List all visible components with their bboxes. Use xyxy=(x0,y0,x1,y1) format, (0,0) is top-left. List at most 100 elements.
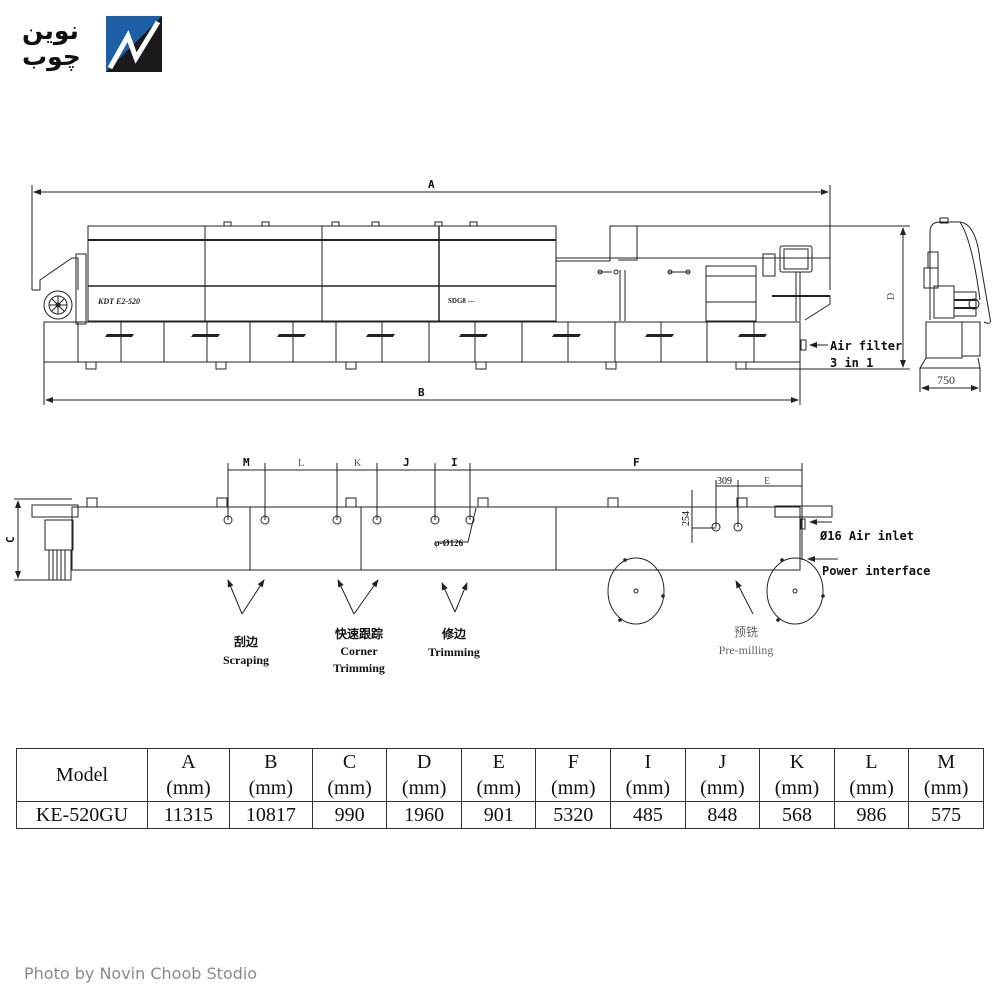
station-scraping-en: Scraping xyxy=(223,653,269,667)
dim-j-label: J xyxy=(403,456,410,469)
logo-text-line1: نوین xyxy=(22,16,79,45)
header-unit: (mm) xyxy=(700,777,745,799)
header-label: F xyxy=(567,751,579,773)
header-model: Model xyxy=(16,748,148,802)
station-scraping-cn: 刮边 xyxy=(234,634,259,649)
station-premilling-en: Pre-milling xyxy=(719,643,774,657)
hole-diameter-label: φ-Ø126 xyxy=(434,538,464,548)
air-inlet-icon xyxy=(800,518,806,530)
photo-credit: Photo by Novin Choob Stodio xyxy=(24,964,258,983)
brand-logo: نوین چوب xyxy=(22,14,162,74)
right-panel-wheel xyxy=(766,557,824,625)
technical-drawing: A KDT E2-520 SDG8 --- xyxy=(4,178,991,675)
header-unit: (mm) xyxy=(849,777,894,799)
cell-m: 575 xyxy=(908,801,984,829)
header-label: I xyxy=(644,751,652,773)
cell-c: 990 xyxy=(311,801,388,829)
side-view: 750 xyxy=(919,217,991,392)
dim-254-value: 254 xyxy=(681,511,692,526)
logo-n-mark-icon xyxy=(106,16,162,72)
cell-e: 901 xyxy=(460,801,537,829)
air-filter-note-line1: Air filter xyxy=(830,339,902,353)
machine-brand-label-right: SDG8 --- xyxy=(448,297,475,305)
front-elevation-view: A KDT E2-520 SDG8 --- xyxy=(31,178,991,405)
spec-table-header-row: Model A(mm) B(mm) C(mm) D(mm) E(mm) F(mm… xyxy=(16,748,984,802)
header-label: A xyxy=(181,751,196,773)
dim-c-label: C xyxy=(4,536,17,543)
cell-f: 5320 xyxy=(535,801,612,829)
header-m: M(mm) xyxy=(908,748,984,802)
door-handles xyxy=(105,334,767,337)
station-trimming-en: Trimming xyxy=(428,645,480,659)
header-k: K (mm) xyxy=(759,748,835,802)
header-i: I(mm) xyxy=(610,748,686,802)
machine-brand-label-left: KDT E2-520 xyxy=(97,297,140,306)
drive-wheel-icon xyxy=(43,290,73,320)
machine-base xyxy=(43,321,801,363)
cell-j: 848 xyxy=(684,801,761,829)
header-j: J (mm) xyxy=(684,748,761,802)
header-unit: (mm) xyxy=(166,777,211,799)
cell-a: 11315 xyxy=(147,801,230,829)
air-filter-icon xyxy=(800,339,807,351)
left-motor-cap xyxy=(31,504,79,518)
header-unit: (mm) xyxy=(401,777,447,799)
header-unit: (mm) xyxy=(327,777,372,799)
header-unit: (mm) xyxy=(774,777,820,799)
machine-feet xyxy=(85,361,747,370)
dim-e-label: E xyxy=(764,476,770,487)
dim-chain-ticks xyxy=(227,463,803,560)
station-arrows xyxy=(227,579,754,615)
dim-f-label: F xyxy=(633,456,640,469)
dim-k-label: K xyxy=(354,458,362,469)
dim-m-label: M xyxy=(243,456,250,469)
header-b: B (mm) xyxy=(228,748,313,802)
station-corner-trimming-cn: 快速跟踪 xyxy=(335,626,383,641)
table-row: KE-520GU 11315 10817 990 1960 901 5320 4… xyxy=(16,801,984,829)
dim-d-label: D xyxy=(886,293,897,300)
dim-width-value: 750 xyxy=(937,373,955,387)
plan-view: M L K J I F 309 E 254 φ-Ø126 xyxy=(4,456,930,675)
station-trimming-cn: 修边 xyxy=(441,626,467,641)
air-filter-note-line2: 3 in 1 xyxy=(830,356,873,370)
cabinet-unit xyxy=(705,265,757,322)
station-premilling-cn: 预铣 xyxy=(734,625,758,639)
dim-a-label: A xyxy=(428,178,435,191)
header-d: D (mm) xyxy=(386,748,462,802)
air-inlet-note: Ø16 Air inlet xyxy=(819,529,914,543)
header-label: D xyxy=(416,751,432,773)
cell-k: 568 xyxy=(759,801,835,829)
header-e: E (mm) xyxy=(460,748,537,802)
header-unit: (mm) xyxy=(923,777,969,799)
tool-holes xyxy=(223,515,743,532)
dim-i-label: I xyxy=(451,456,458,469)
left-panel-wheel xyxy=(607,557,665,625)
station-corner-trimming-en-2: Trimming xyxy=(333,661,385,675)
cell-i: 485 xyxy=(610,801,686,829)
header-label: B xyxy=(264,751,278,773)
station-corner-trimming-en-1: Corner xyxy=(340,644,378,658)
header-unit: (mm) xyxy=(248,777,294,799)
header-unit: (mm) xyxy=(476,777,521,799)
header-l: L(mm) xyxy=(833,748,910,802)
header-a: A (mm) xyxy=(147,748,230,802)
logo-wordmark: نوین چوب xyxy=(22,14,100,74)
header-label: K xyxy=(789,751,805,773)
header-f: F(mm) xyxy=(535,748,612,802)
header-label: Model xyxy=(55,764,109,786)
cell-b: 10817 xyxy=(228,801,313,829)
cell-model: KE-520GU xyxy=(16,801,148,829)
header-label: J xyxy=(718,751,727,773)
header-c: C (mm) xyxy=(311,748,388,802)
dim-309-value: 309 xyxy=(717,476,732,487)
spec-table: Model A(mm) B(mm) C(mm) D(mm) E(mm) F(mm… xyxy=(16,748,984,829)
power-interface-note: Power interface xyxy=(822,564,930,578)
cell-l: 986 xyxy=(833,801,910,829)
dim-b-label: B xyxy=(418,386,425,399)
control-panel-screen xyxy=(779,245,813,273)
header-label: C xyxy=(342,751,357,773)
header-label: E xyxy=(492,751,505,773)
logo-text-line2: چوب xyxy=(22,42,81,71)
mounting-tabs xyxy=(86,497,748,508)
cell-d: 1960 xyxy=(386,801,462,829)
